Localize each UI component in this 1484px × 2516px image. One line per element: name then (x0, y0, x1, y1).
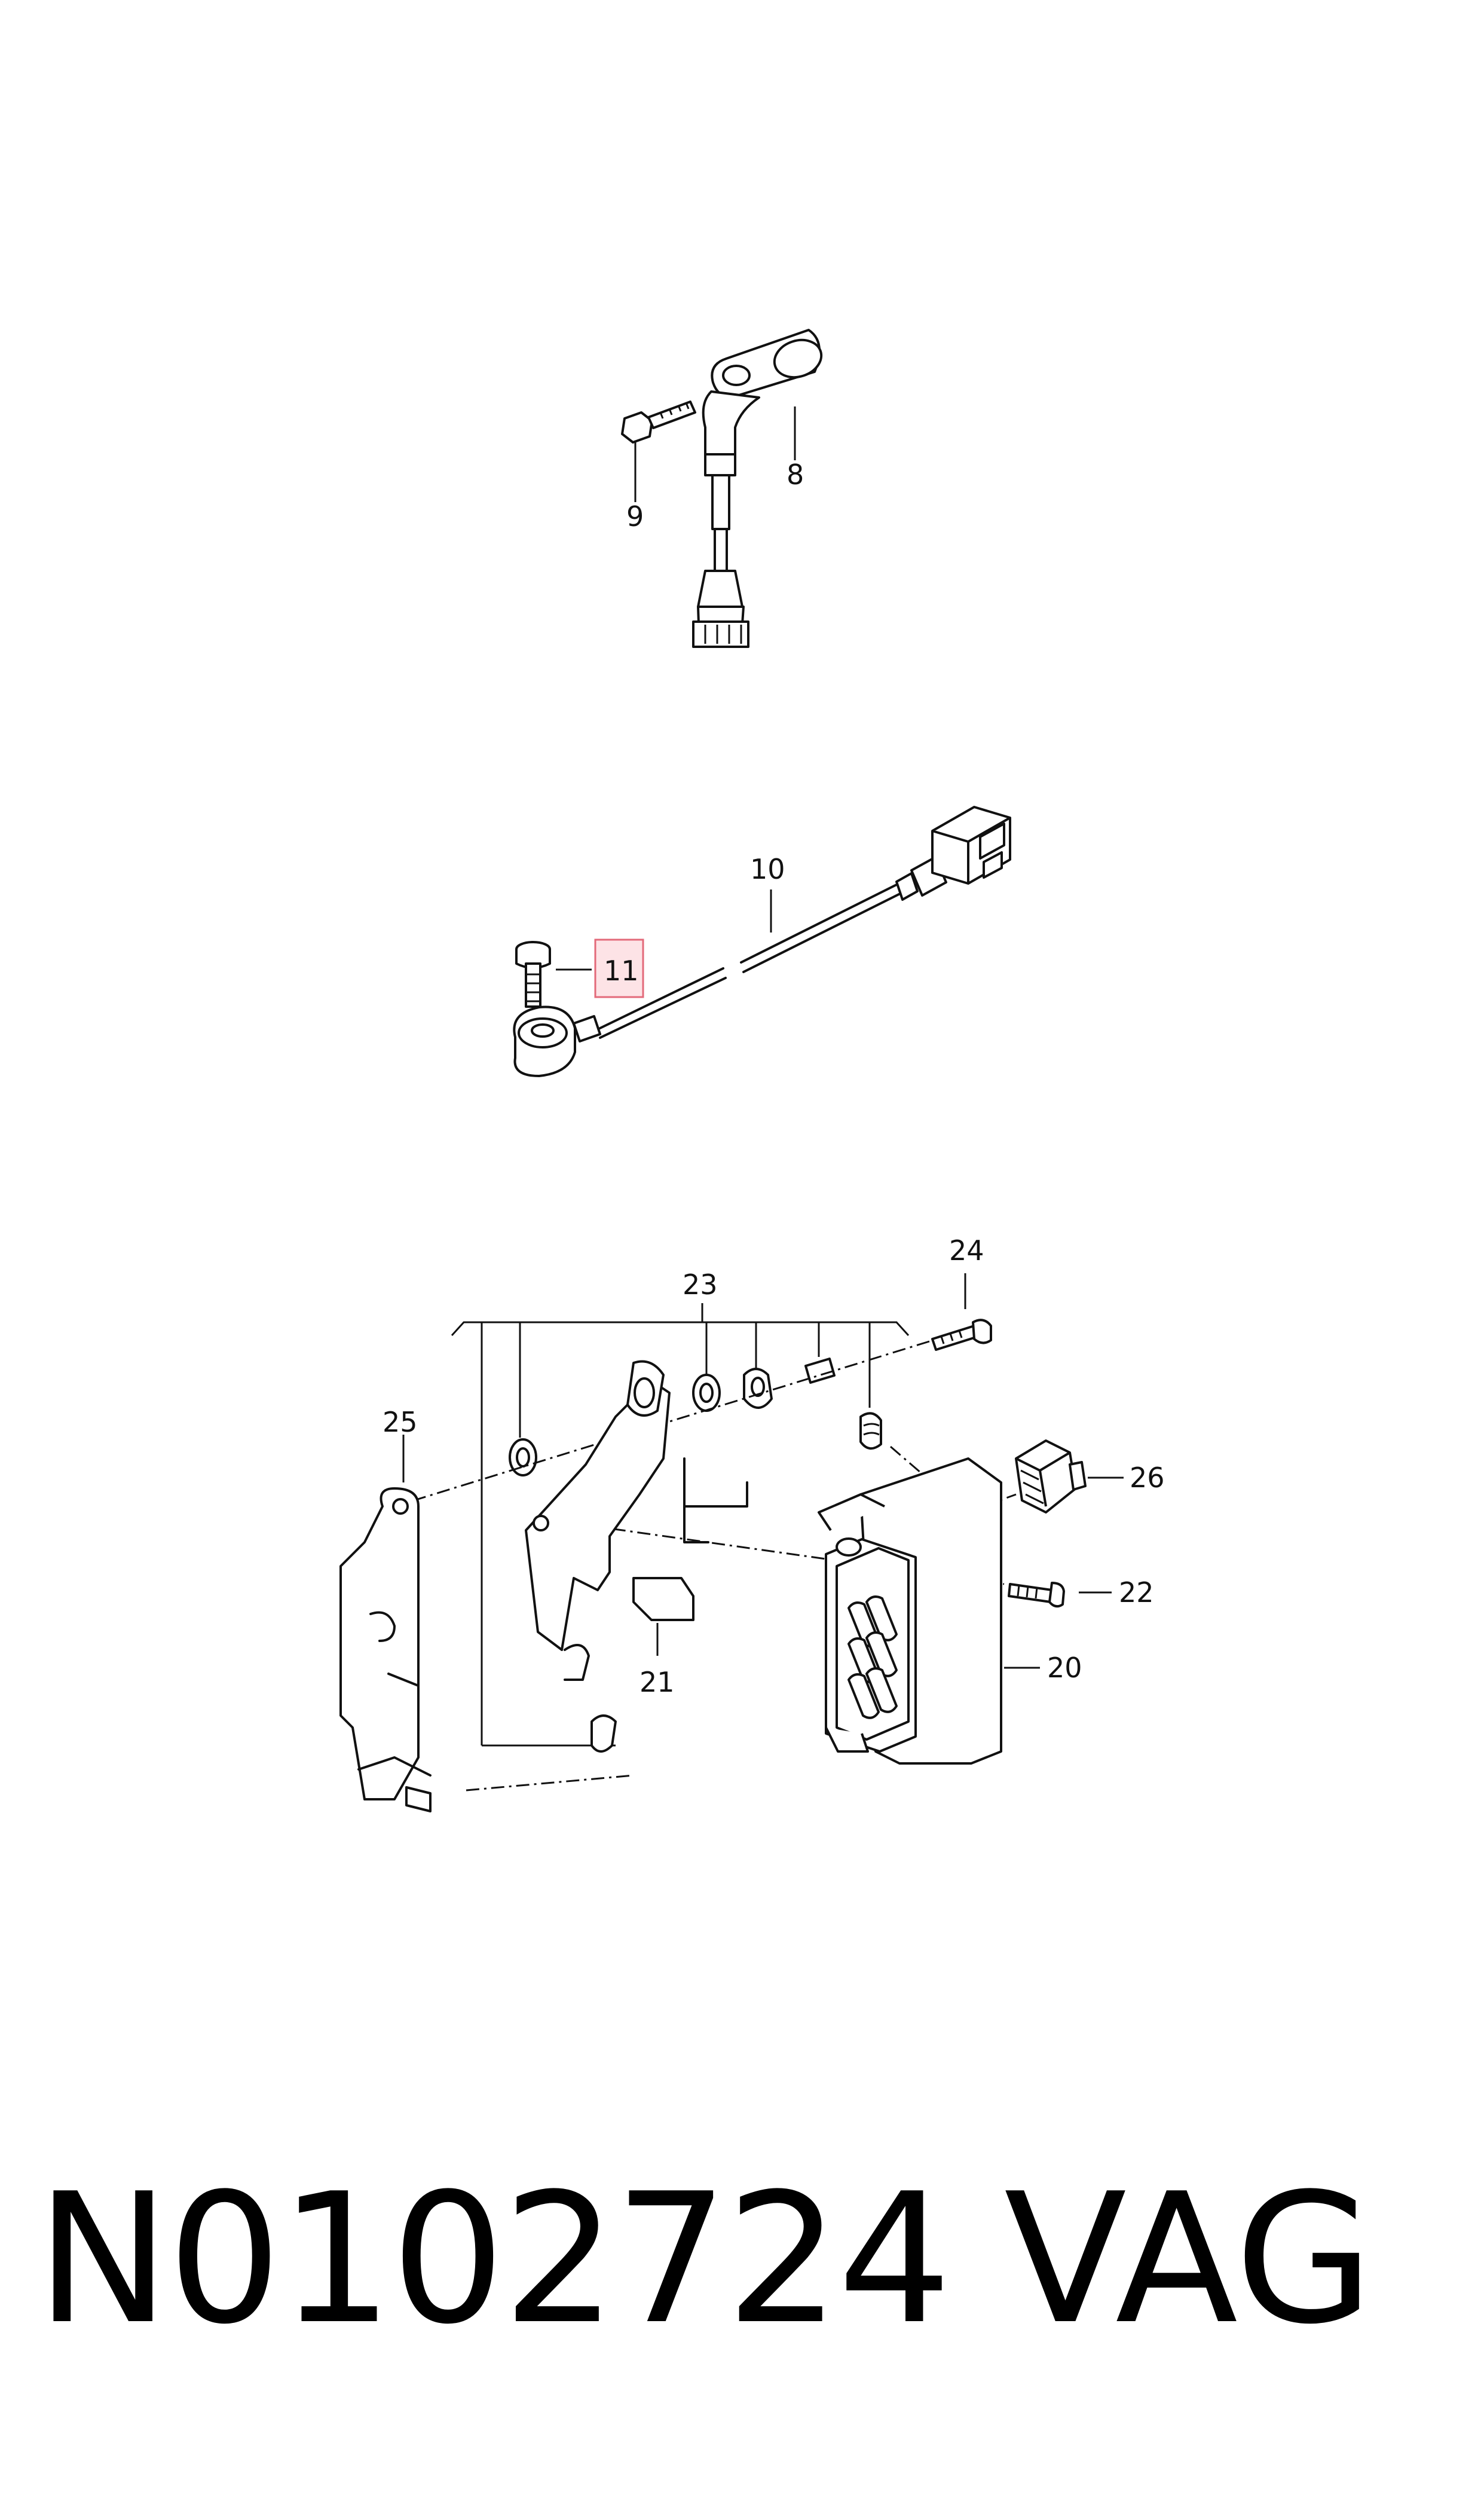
knock-sensor-assembly: 10 11 (513, 806, 1011, 1077)
callout-23: 23 (683, 1268, 718, 1301)
callout-8: 8 (787, 458, 804, 491)
callout-20: 20 (1047, 1652, 1082, 1684)
part-number: N0102724 (36, 2155, 951, 2364)
plug-26 (1015, 1439, 1124, 1514)
grommets (509, 1322, 882, 1476)
control-unit-assembly: 23 24 (339, 1234, 1165, 1812)
connector-10 (895, 806, 1011, 901)
callout-26: 26 (1130, 1462, 1165, 1494)
callout-21: 21 (640, 1666, 675, 1698)
callout-25: 25 (383, 1406, 418, 1438)
callout-9: 9 (626, 500, 644, 533)
callout-22: 22 (1119, 1576, 1154, 1609)
sensor-8 (692, 329, 823, 648)
connector-pins (847, 1595, 898, 1719)
exploded-parts-diagram: 8 9 (339, 329, 1165, 1812)
bolt-9 (621, 401, 696, 502)
footer: N0102724 VAG (36, 2152, 1458, 2367)
bracket-23-line (451, 1321, 910, 1337)
knock-sensor-ring (513, 1005, 601, 1077)
callout-24: 24 (949, 1234, 984, 1267)
speed-sensor-assembly: 8 9 (621, 329, 823, 648)
bracket-21 (525, 1360, 748, 1753)
control-unit-20 (818, 1457, 1040, 1765)
bolt-24 (931, 1273, 992, 1351)
knock-sensor-bolt (515, 941, 551, 1008)
bracket-25 (339, 1435, 432, 1812)
bolt-22 (1008, 1582, 1112, 1608)
callout-11: 11 (604, 955, 639, 987)
callout-11-highlight (594, 938, 644, 998)
callout-10: 10 (750, 853, 785, 885)
brand-name: VAG (1004, 2155, 1374, 2364)
